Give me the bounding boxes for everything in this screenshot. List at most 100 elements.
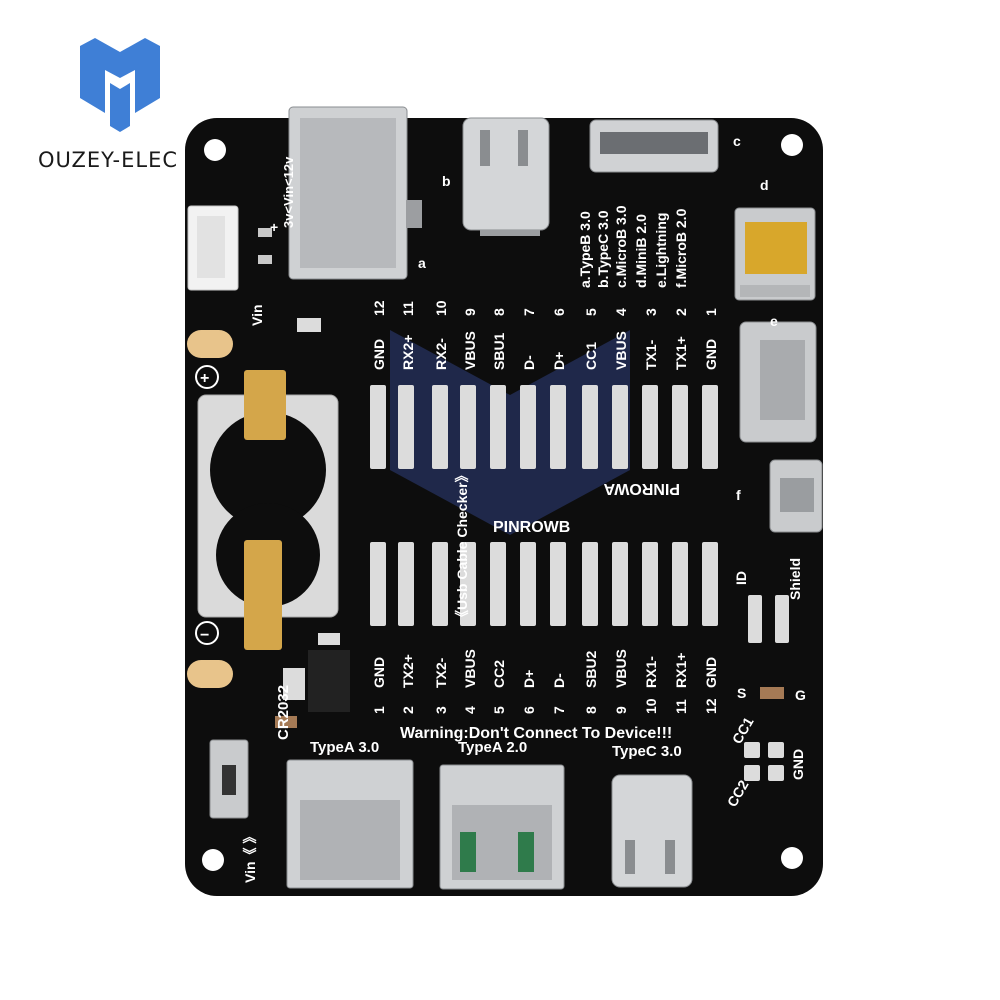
plus-sign: + [200,370,209,387]
svg-text:CC1: CC1 [583,342,599,370]
bottom-port-typea2 [439,764,565,890]
id-shield-pads [744,595,789,781]
svg-text:10: 10 [643,698,659,714]
svg-text:9: 9 [613,706,629,714]
vin-connector [187,205,272,291]
svg-text:f: f [736,487,741,503]
svg-text:8: 8 [491,308,507,316]
battery-holder-cr2032 [197,370,339,650]
shield-label: Shield [787,558,803,600]
svg-text:RX2-: RX2- [433,338,449,370]
bottom-port-typec3 [611,774,693,888]
svg-text:4: 4 [462,706,478,714]
connector-f-microb2 [769,459,823,533]
vin-switch-label: Vin《 》 [242,830,258,883]
svg-text:2: 2 [673,308,689,316]
svg-text:TX1-: TX1- [643,339,659,370]
svg-text:VBUS: VBUS [613,331,629,370]
svg-text:RX1-: RX1- [643,656,659,688]
svg-text:3: 3 [433,706,449,714]
brand-logo-icon [80,38,160,132]
pinrow-a-title: PINROWA [603,480,680,497]
svg-text:d.MiniB 2.0: d.MiniB 2.0 [633,214,649,288]
connector-list: a.TypeB 3.0 b.TypeC 3.0 c.MicroB 3.0 d.M… [577,205,689,288]
connector-d-minib [734,207,816,301]
svg-text:VBUS: VBUS [462,331,478,370]
svg-text:12: 12 [703,698,719,714]
vin-label: Vin [249,304,265,326]
svg-text:5: 5 [583,308,599,316]
svg-text:e: e [770,313,778,329]
svg-text:TX2-: TX2- [433,657,449,688]
svg-text:7: 7 [521,308,537,316]
pinrow-a-numbers: 12 11 10 9 8 7 6 5 4 3 2 1 [371,300,719,316]
svg-text:D-: D- [551,673,567,688]
svg-text:1: 1 [703,308,719,316]
vin-range-label: 3v<Vin<12v [281,156,296,228]
connector-c-microb3 [589,119,719,173]
gnd-label: GND [790,749,806,780]
svg-text:11: 11 [400,301,416,316]
svg-text:c: c [733,133,741,149]
svg-text:6: 6 [551,308,567,316]
svg-text:b: b [442,173,451,189]
minus-sign: − [200,627,209,644]
svg-text:11: 11 [673,699,689,714]
pinrow-b-title: PINROWB [493,519,570,536]
connector-e-lightning [739,321,817,443]
svg-text:GND: GND [371,339,387,370]
svg-text:GND: GND [371,657,387,688]
svg-text:SBU2: SBU2 [583,650,599,688]
svg-text:b.TypeC 3.0: b.TypeC 3.0 [595,210,611,288]
pinrow-b-numbers: 1 2 3 4 5 6 7 8 9 10 11 12 [371,698,719,714]
mounting-holes [202,134,803,871]
warning-text: Warning:Don't Connect To Device!!! [400,725,672,742]
svg-text:4: 4 [613,308,629,316]
connector-b-typec [462,117,550,236]
svg-text:D+: D+ [521,670,537,688]
pinrow-b-pads [370,542,718,626]
svg-text:7: 7 [551,706,567,714]
id-label: ID [733,571,749,585]
svg-text:5: 5 [491,706,507,714]
svg-text:GND: GND [703,657,719,688]
vin-switch [209,739,249,819]
bottom-port-typea3 [286,759,414,889]
svg-text:3: 3 [643,308,659,316]
board-title: 《Usb Cable Checker》 [454,468,470,624]
svg-text:2: 2 [400,706,416,714]
svg-text:6: 6 [521,706,537,714]
vin-plus: + [270,219,278,235]
svg-text:9: 9 [462,308,478,316]
svg-text:RX1+: RX1+ [673,653,689,688]
svg-text:d: d [760,177,769,193]
connector-a-typeb [288,106,422,280]
svg-text:GND: GND [703,339,719,370]
port-label-typea2: TypeA 2.0 [458,739,527,756]
svg-text:12: 12 [371,300,387,316]
svg-text:a: a [418,255,426,271]
pinrow-a-labels: GND RX2+ RX2- VBUS SBU1 D- D+ CC1 VBUS T… [371,331,719,370]
svg-text:D-: D- [521,355,537,370]
port-label-typec3: TypeC 3.0 [612,743,682,760]
connector-letters: a b c d e f [418,133,778,503]
battery-label: CR2032 [275,685,292,740]
svg-text:8: 8 [583,706,599,714]
port-label-typea3: TypeA 3.0 [310,739,379,756]
svg-text:D+: D+ [551,352,567,370]
g-label: G [795,687,806,703]
svg-text:TX2+: TX2+ [400,654,416,688]
svg-text:TX1+: TX1+ [673,336,689,370]
brand-logo-text: OUZEY-ELEC [38,148,178,172]
s-label: S [737,685,746,701]
svg-text:c.MicroB 3.0: c.MicroB 3.0 [613,205,629,288]
pinrow-a-pads [370,385,718,469]
svg-text:a.TypeB 3.0: a.TypeB 3.0 [577,211,593,288]
svg-text:CC2: CC2 [491,660,507,688]
svg-text:VBUS: VBUS [613,649,629,688]
svg-text:SBU1: SBU1 [491,332,507,370]
svg-text:f.MicroB 2.0: f.MicroB 2.0 [673,208,689,288]
svg-text:10: 10 [433,300,449,316]
svg-text:RX2+: RX2+ [400,335,416,370]
